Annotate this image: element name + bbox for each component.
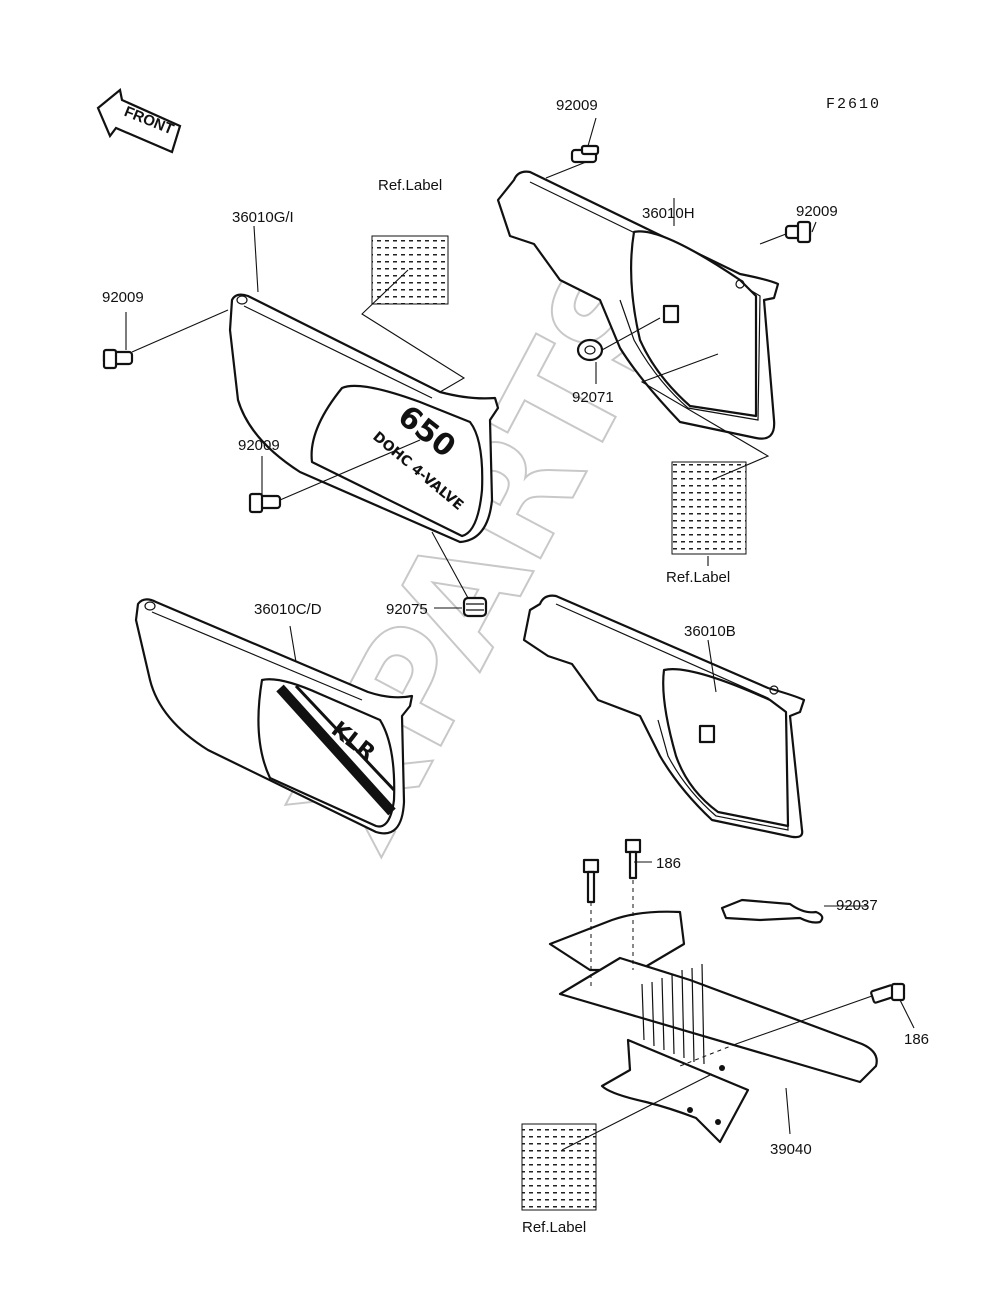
part-39040: 39040 <box>770 1141 812 1158</box>
side-cover-36010CD: KLR <box>134 598 414 835</box>
front-arrow-icon: FRONT <box>96 87 182 154</box>
part-186-top: 186 <box>656 855 681 872</box>
part-36010H: 36010H <box>642 205 695 222</box>
bolt-92009-side-icon <box>784 220 812 244</box>
part-92071: 92071 <box>572 389 614 406</box>
ref-label-sticker-left <box>361 235 466 393</box>
grommet-92071-icon <box>576 338 604 362</box>
clip-92037 <box>720 898 824 924</box>
part-92075: 92075 <box>386 601 428 618</box>
bolt-186-right-icon <box>870 982 906 1004</box>
ref-label-bottom: Ref.Label <box>522 1219 586 1236</box>
bolt-92009-mid-icon <box>248 492 282 514</box>
bolt-92009-left-icon <box>102 348 134 370</box>
part-92009-top: 92009 <box>556 97 598 114</box>
part-36010CD: 36010C/D <box>254 601 322 618</box>
ref-label-left-top: Ref.Label <box>378 177 442 194</box>
part-92009-left: 92009 <box>102 289 144 306</box>
bolt-186-mid-icon <box>624 838 642 880</box>
ref-label-sticker-right <box>640 353 770 555</box>
part-92009-mid: 92009 <box>238 437 280 454</box>
bolt-186-left-icon <box>582 858 600 904</box>
figure-code: F2610 <box>826 96 881 113</box>
chain-guard-39040 <box>548 910 878 1144</box>
bolt-92009-top-icon <box>570 144 600 164</box>
part-36010B: 36010B <box>684 623 736 640</box>
ref-label-right: Ref.Label <box>666 569 730 586</box>
ref-label-sticker-bottom <box>521 1073 713 1211</box>
grommet-92075-icon <box>462 596 488 618</box>
part-186-right: 186 <box>904 1031 929 1048</box>
part-92037: 92037 <box>836 897 878 914</box>
part-92009-side: 92009 <box>796 203 838 220</box>
side-cover-36010GI: DOHC 4-VALVE 650 <box>228 293 500 544</box>
side-cover-36010B <box>522 594 806 839</box>
side-cover-36010H <box>496 170 780 440</box>
part-36010GI: 36010G/I <box>232 209 294 226</box>
